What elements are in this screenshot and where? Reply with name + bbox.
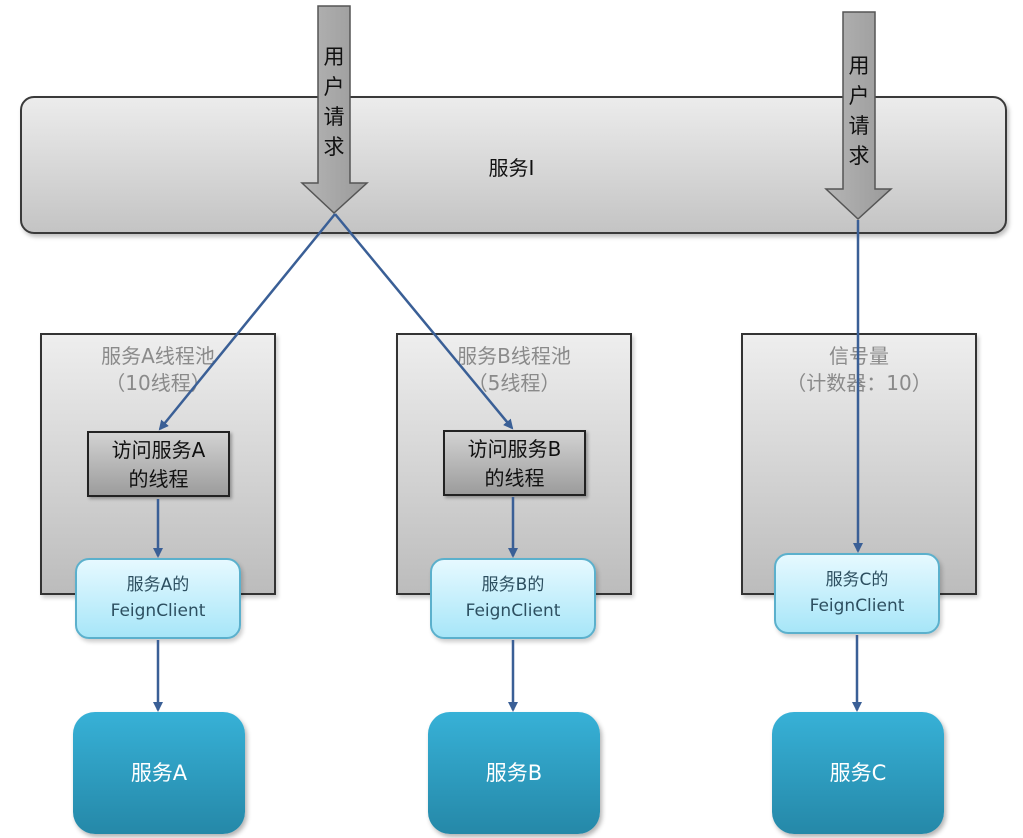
semaphore-title: 信号量 <box>829 344 889 368</box>
thread-a-line2: 的线程 <box>128 467 189 491</box>
char: 请 <box>323 105 345 129</box>
thread-box-b: 访问服务B 的线程 <box>443 430 586 496</box>
char: 求 <box>848 144 870 168</box>
feign-c-line2: FeignClient <box>809 596 905 616</box>
service-i-label: 服务I <box>488 156 535 180</box>
thread-box-a: 访问服务A 的线程 <box>87 431 230 497</box>
semaphore-subtitle: （计数器：10） <box>786 371 932 395</box>
thread-a-line1: 访问服务A <box>111 438 206 462</box>
char: 请 <box>848 114 870 138</box>
feign-client-b: 服务B的 FeignClient <box>430 558 596 639</box>
service-c: 服务C <box>772 712 944 834</box>
feign-b-line1: 服务B的 <box>481 575 545 595</box>
thread-b-line2: 的线程 <box>484 466 545 490</box>
feign-a-line1: 服务A的 <box>126 575 190 595</box>
feign-a-line2: FeignClient <box>110 601 206 621</box>
thread-b-line1: 访问服务B <box>467 437 562 461</box>
service-a: 服务A <box>73 712 245 834</box>
pool-a-title: 服务A线程池 <box>101 344 215 368</box>
pool-b-title: 服务B线程池 <box>457 344 571 368</box>
feign-c-line1: 服务C的 <box>825 570 889 590</box>
feign-client-a: 服务A的 FeignClient <box>75 558 241 639</box>
pool-a-subtitle: （10线程） <box>105 371 211 395</box>
user-request-label-right: 用 户 请 求 <box>843 51 875 171</box>
char: 户 <box>323 75 345 99</box>
user-request-label-left: 用 户 请 求 <box>318 42 350 162</box>
service-b: 服务B <box>428 712 600 834</box>
feign-b-line2: FeignClient <box>465 601 561 621</box>
char: 用 <box>323 45 345 69</box>
pool-b-subtitle: （5线程） <box>467 371 561 395</box>
char: 用 <box>848 54 870 78</box>
char: 户 <box>848 84 870 108</box>
feign-client-c: 服务C的 FeignClient <box>774 553 940 634</box>
char: 求 <box>323 135 345 159</box>
